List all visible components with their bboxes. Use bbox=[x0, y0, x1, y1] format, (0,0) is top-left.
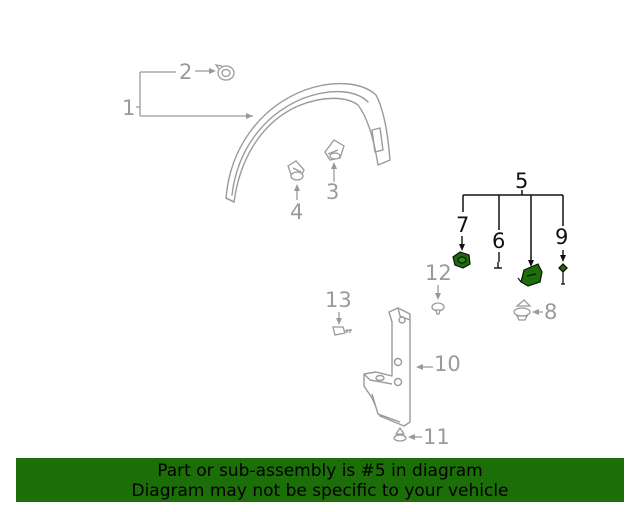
callout-3-arrowhead bbox=[331, 162, 337, 169]
callout-13: 13 bbox=[325, 288, 352, 312]
callout-1-leader bbox=[136, 71, 253, 117]
callout-13-arrowhead bbox=[336, 318, 342, 325]
screw-part-13 bbox=[332, 326, 353, 336]
clip-part-11 bbox=[393, 426, 407, 442]
wheel-arch-molding bbox=[225, 82, 391, 203]
exploded-parts-diagram: 1 2 3 4 5 7 6 bbox=[122, 60, 568, 449]
callout-4-arrowhead bbox=[294, 184, 300, 191]
notice-line-1: Part or sub-assembly is #5 in diagram bbox=[157, 461, 483, 481]
callout-11-arrowhead bbox=[408, 434, 415, 440]
notice-banner: Part or sub-assembly is #5 in diagram Di… bbox=[16, 458, 624, 502]
clip-part-8 bbox=[513, 299, 532, 321]
clip-part-2 bbox=[214, 64, 235, 81]
screw-part-12 bbox=[431, 302, 445, 315]
notice-line-2: Diagram may not be specific to your vehi… bbox=[131, 481, 509, 501]
callout-12-arrowhead bbox=[435, 293, 441, 300]
callout-4: 4 bbox=[290, 200, 303, 224]
callout-7-arrowhead bbox=[459, 244, 465, 251]
mud-flap bbox=[363, 307, 411, 427]
clip-part-4 bbox=[287, 160, 305, 181]
callout-10: 10 bbox=[434, 352, 461, 376]
clip-part-7 bbox=[452, 251, 471, 269]
callout-8-arrowhead bbox=[532, 309, 539, 315]
callout-9: 9 bbox=[555, 225, 568, 249]
callout-2-arrowhead bbox=[209, 68, 216, 74]
callout-5-bracket bbox=[462, 190, 564, 260]
callout-11: 11 bbox=[423, 425, 450, 449]
callout-3: 3 bbox=[326, 180, 339, 204]
callout-5: 5 bbox=[515, 169, 528, 193]
callout-7: 7 bbox=[456, 213, 469, 237]
callout-1: 1 bbox=[122, 96, 135, 120]
callout-6: 6 bbox=[492, 229, 505, 253]
callout-2: 2 bbox=[179, 60, 192, 84]
callout-12: 12 bbox=[425, 261, 452, 285]
callout-5-piece-arrowhead bbox=[528, 260, 534, 267]
mudguard-bracket-highlighted bbox=[517, 263, 543, 287]
callout-8: 8 bbox=[544, 300, 557, 324]
callout-1-arrowhead bbox=[246, 113, 253, 119]
clip-part-3 bbox=[324, 139, 345, 161]
screw-part-6 bbox=[494, 262, 502, 269]
clip-part-9 bbox=[558, 263, 568, 285]
callout-10-arrowhead bbox=[416, 364, 423, 370]
callout-9-arrowhead bbox=[560, 255, 566, 262]
